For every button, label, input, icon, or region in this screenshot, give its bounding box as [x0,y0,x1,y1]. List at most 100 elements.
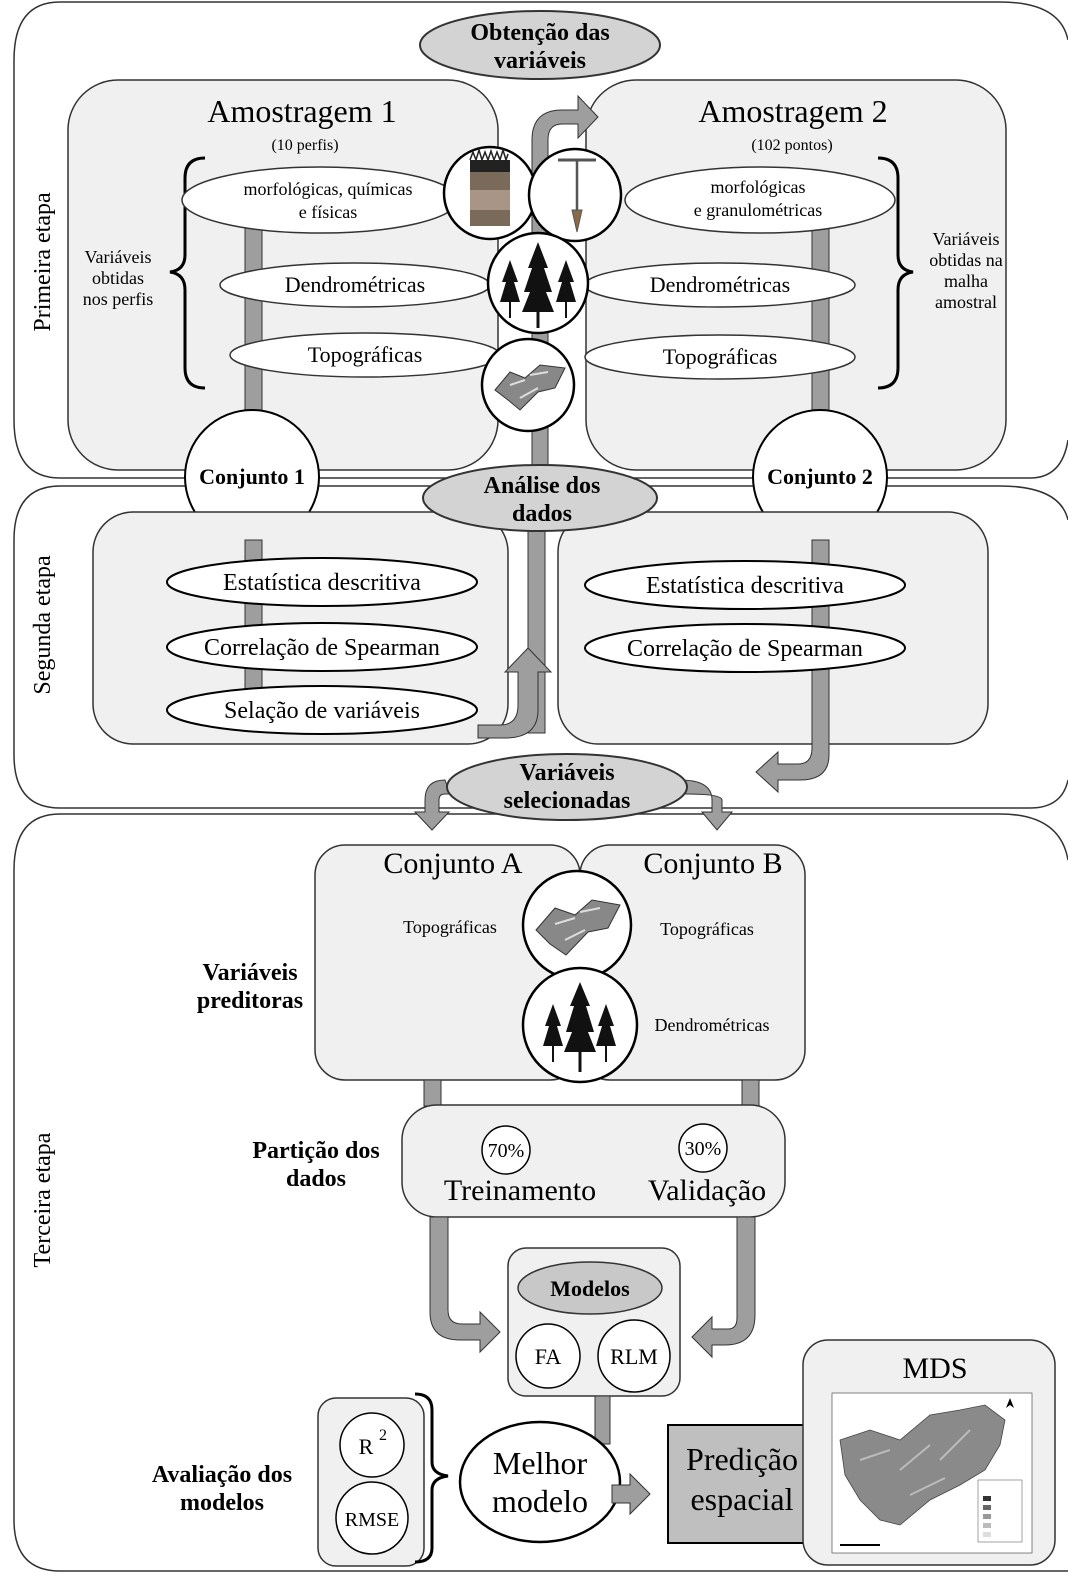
analise-right-item-1-label: Estatística descritiva [646,573,844,599]
soil-profile-icon [442,145,538,241]
analise-left-item-1-label: Estatística descritiva [223,570,421,596]
var-dendrometricas-1-label: Dendrométricas [285,272,426,297]
var-morfologicas-2-line1: morfológicas [711,177,806,197]
var-morfologicas-2-line2: e granulométricas [694,200,822,220]
map-thumbnail [831,1392,1033,1554]
trees-icon [486,231,590,335]
var-morfologicas-1 [181,166,459,234]
topo-a-label: Topográficas [403,917,497,937]
train-to-models-arrow [429,1216,501,1354]
conjunto-1-label: Conjunto 1 [199,464,305,489]
r2-circle [339,1412,405,1478]
side-label-left-1: Variáveis [85,247,152,267]
var-morfologicas-1-line1: morfológicas, químicas [244,179,413,199]
var-topograficas-2 [584,334,856,380]
predicao-line2: espacial [690,1481,793,1517]
fa-label: FA [535,1344,562,1369]
side-label-left-2: obtidas [92,268,144,288]
preditoras-line2: preditoras [197,988,303,1014]
amostragem-2-subtitle: (102 pontos) [751,137,832,154]
analise-left-item-1 [166,557,478,607]
side-label-left-3: nos perfis [83,289,154,309]
pill-obtencao-line2: variáveis [494,48,586,74]
preditoras-line1: Variáveis [202,960,297,986]
conjunto-a-title: Conjunto A [383,847,523,880]
r2-label: R [359,1434,374,1459]
side-label-right-1: Variáveis [933,229,1000,249]
stage-1-frame [13,1,1068,479]
avaliacao-line2: modelos [180,1490,264,1516]
var-topograficas-2-label: Topográficas [663,344,778,369]
predicao-box [667,1424,817,1544]
pill-modelos [517,1261,663,1315]
var-morfologicas-1-line2: e físicas [299,202,357,222]
fa-circle [515,1323,581,1389]
pill-analise [422,464,658,532]
stage-2-frame [13,485,1068,809]
melhor-line1: Melhor [493,1445,588,1481]
amostragem-1-title: Amostragem 1 [207,93,396,129]
conjunto-2-label: Conjunto 2 [767,464,873,489]
amostragem-1-subtitle: (10 perfis) [271,137,338,154]
stage-label-first: Primeira etapa [30,192,56,332]
amostragem-2-title: Amostragem 2 [698,93,887,129]
split-arrow-left [413,779,451,831]
analise-left-item-3-label: Selação de variáveis [224,698,420,724]
connector-models-melhor [594,1395,611,1445]
pill-modelos-label: Modelos [550,1276,630,1301]
trees-icon-conjunto [521,966,639,1084]
topo-b-label: Topográficas [660,919,754,939]
pill-analise-line2: dados [512,501,572,527]
analise-right-item-1 [584,560,906,610]
avaliacao-line1: Avaliação dos [152,1462,292,1488]
melhor-modelo-node [458,1420,622,1544]
analise-left-item-2-label: Correlação de Spearman [204,635,440,661]
connector-right-1 [811,224,830,431]
pill-selecionadas [446,753,688,821]
pill-obtencao [419,10,661,80]
conjunto-b-title: Conjunto B [643,847,782,880]
mds-title: MDS [902,1352,967,1385]
rmse-label: RMSE [345,1509,399,1531]
stage-label-third: Terceira etapa [30,1132,56,1267]
terrain-icon [480,337,576,433]
r2-superscript: 2 [379,1427,387,1444]
terrain-icon-conjunto [521,869,633,981]
pill-selecionadas-line2: selecionadas [504,788,631,814]
stage-label-second: Segunda etapa [30,555,56,695]
side-label-right-4: amostral [935,292,997,312]
dendro-b-label: Dendrométricas [655,1015,770,1035]
brace-metrics [414,1392,449,1564]
stage-3-frame [13,813,1068,1572]
analise-right-item-2 [584,623,906,673]
rlm-label: RLM [610,1344,658,1369]
analise-right-item-2-label: Correlação de Spearman [627,636,863,662]
connector-left-1 [244,224,263,431]
brace-left [169,156,206,390]
side-label-right-2: obtidas na [929,250,1003,270]
side-label-right-3: malha [944,271,988,291]
particao-line1: Partição dos [252,1138,379,1164]
pct-val: 30% [685,1138,722,1160]
pill-analise-line1: Análise dos [484,473,601,499]
pct-train-circle [481,1125,531,1175]
pct-val-circle [678,1123,728,1173]
analise-left-item-2 [166,622,478,672]
val-label: Validação [648,1174,766,1207]
melhor-line2: modelo [492,1483,588,1519]
connector-a-partition [423,1079,442,1107]
pill-obtencao-line1: Obtenção das [470,20,609,46]
pct-train: 70% [488,1140,525,1162]
analise-left-item-3 [166,685,478,735]
brace-right [877,156,914,390]
var-dendrometricas-2-label: Dendrométricas [650,272,791,297]
selection-up-arrow [477,647,553,739]
rmse-circle [335,1481,409,1555]
predicao-line1: Predição [686,1441,798,1477]
pill-selecionadas-line1: Variáveis [519,760,614,786]
split-arrow-right [679,779,734,831]
val-to-models-arrow [691,1216,756,1359]
melhor-to-predicao-arrow [611,1472,651,1516]
var-morfologicas-2 [624,166,896,234]
